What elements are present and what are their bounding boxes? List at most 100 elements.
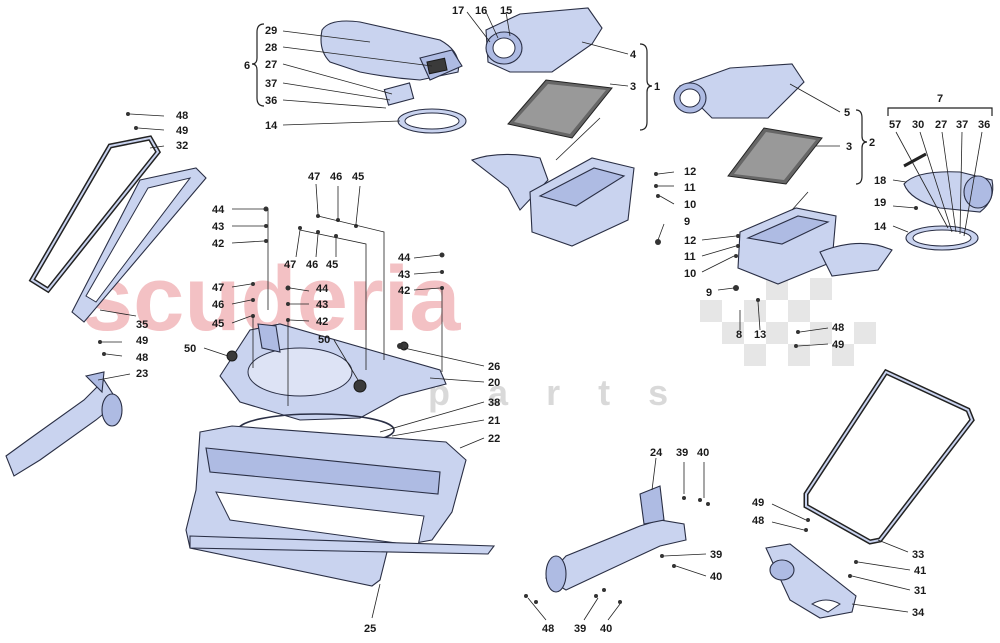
air-duct-23 [5,371,123,477]
seal-ring-14b [905,225,979,251]
part-label: 39 [710,549,722,561]
part-label: 45 [212,318,224,330]
part-label: 34 [912,607,925,619]
part-label: 9 [706,287,712,299]
air-box-lower-2 [737,207,893,285]
part-label: 31 [914,585,926,597]
part-label: 48 [542,623,554,635]
part-label: 48 [752,515,764,527]
part-label: 25 [364,623,376,635]
part-label: 27 [265,59,277,71]
checkered-flag-watermark [700,278,876,366]
bracket-34 [765,543,857,619]
part-label: 46 [330,171,342,183]
part-label: 49 [136,335,148,347]
gasket-frame-32 [28,135,162,294]
part-label: 37 [265,78,277,90]
part-label: 49 [176,125,188,137]
part-label: 44 [316,283,329,295]
part-label: 42 [212,238,224,250]
part-label: 47 [308,171,320,183]
part-label: 10 [684,268,696,280]
part-label: 48 [136,352,148,364]
part-label: 40 [600,623,612,635]
intake-base-22 [185,425,496,587]
part-label: 11 [684,182,696,194]
part-label: 7 [937,93,943,105]
part-label: 36 [265,95,277,107]
part-label: 40 [710,571,722,583]
fasteners [98,112,918,604]
duct-frame-35 [71,167,207,323]
part-label: 44 [398,252,411,264]
part-label: 27 [935,119,947,131]
part-label: 15 [500,5,512,17]
part-label: 47 [212,282,224,294]
air-filter-3a [507,79,613,139]
part-label: 8 [736,329,742,341]
part-label: 21 [488,415,500,427]
part-label: 10 [684,199,696,211]
part-label: 49 [752,497,764,509]
part-label: 28 [265,42,277,54]
part-label: 26 [488,361,500,373]
part-label: 49 [832,339,844,351]
part-label: 30 [912,119,924,131]
part-label: 13 [754,329,766,341]
seal-ring-14a [397,108,467,134]
air-duct-29 [320,20,463,81]
part-label: 3 [630,81,636,93]
part-label: 19 [874,197,886,209]
group-braces [251,23,993,185]
part-label: 5 [844,107,850,119]
air-box-cover-4 [485,7,603,73]
part-label: 37 [956,119,968,131]
part-label: 29 [265,25,277,37]
part-label: 1 [654,81,660,93]
part-label: 11 [684,251,696,263]
part-label: 32 [176,140,188,152]
part-label: 46 [212,299,224,311]
part-label: 48 [176,110,188,122]
part-label: 48 [832,322,844,334]
part-label: 2 [869,137,875,149]
air-duct-24 [545,485,687,593]
part-label: 24 [650,447,663,459]
part-label: 45 [352,171,364,183]
part-label: 47 [284,259,296,271]
part-label: 23 [136,368,148,380]
part-label: 16 [475,5,487,17]
part-label: 14 [265,120,278,132]
part-label: 44 [212,204,225,216]
air-filter-3b [727,127,823,185]
part-label: 4 [630,49,637,61]
intake-adapter-18 [903,171,994,213]
part-label: 17 [452,5,464,17]
part-label: 6 [244,60,250,72]
part-label: 33 [912,549,924,561]
part-label: 43 [398,269,410,281]
leader-lines [97,11,983,621]
part-label: 22 [488,433,500,445]
gasket-frame-33 [803,368,975,545]
part-label: 45 [326,259,338,271]
part-label: 18 [874,175,886,187]
part-label: 12 [684,166,696,178]
part-label: 9 [684,216,690,228]
part-label: 38 [488,397,500,409]
air-box-lower-1 [470,153,635,247]
part-label: 40 [697,447,709,459]
part-label: 46 [306,259,318,271]
part-label: 43 [316,299,328,311]
part-label: 14 [874,221,887,233]
part-labels: 17 16 15 4 3 1 29 28 27 37 36 6 14 5 3 2… [136,5,990,635]
part-label: 12 [684,235,696,247]
part-label: 42 [398,285,410,297]
gasket-27 [383,82,415,106]
part-label: 35 [136,319,148,331]
part-label: 36 [978,119,990,131]
part-label: 43 [212,221,224,233]
part-label: 41 [914,565,926,577]
part-label: 50 [184,343,196,355]
